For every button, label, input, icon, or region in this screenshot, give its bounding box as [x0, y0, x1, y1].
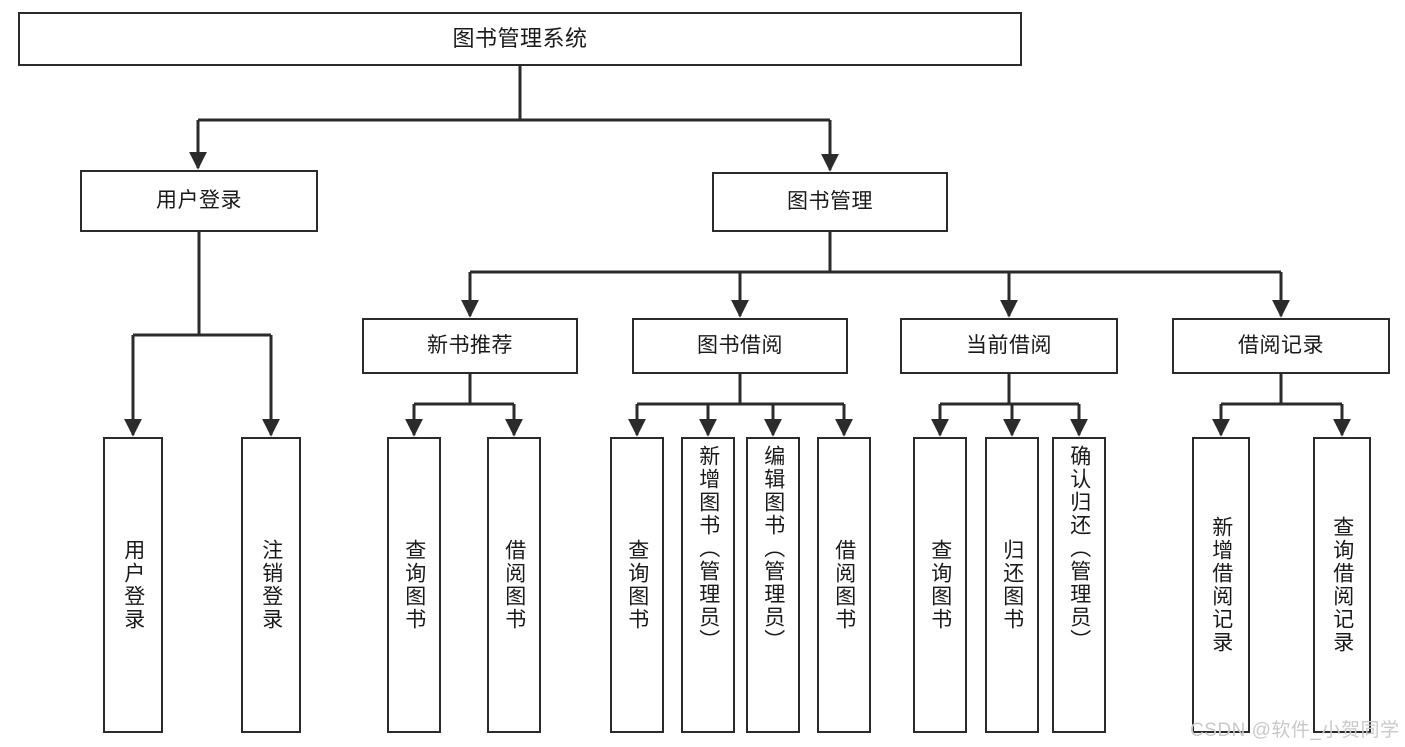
node-label: 注销登录 [259, 539, 283, 631]
leaf-borrow-book-new[interactable]: 借阅图书 [487, 437, 541, 733]
node-label: 查询借阅记录 [1330, 516, 1354, 654]
leaf-logout[interactable]: 注销登录 [241, 437, 301, 733]
node-label: 借阅记录 [1238, 334, 1324, 358]
leaf-user-login[interactable]: 用户登录 [103, 437, 163, 733]
node-current-borrowing[interactable]: 当前借阅 [900, 318, 1118, 374]
node-label: 图书借阅 [697, 334, 783, 358]
node-label: 新书推荐 [427, 334, 513, 358]
leaf-query-book-current[interactable]: 查询图书 [913, 437, 967, 733]
node-label: 图书管理 [787, 190, 873, 214]
node-label: 借阅图书 [502, 539, 526, 631]
node-label: 新增借阅记录 [1209, 516, 1233, 654]
node-label: 用户登录 [121, 539, 145, 631]
leaf-add-borrow-record[interactable]: 新增借阅记录 [1192, 437, 1250, 733]
leaf-edit-book-admin[interactable]: 编辑图书（管理员） [746, 437, 800, 733]
leaf-borrow-book[interactable]: 借阅图书 [817, 437, 871, 733]
node-label: 用户登录 [156, 189, 242, 213]
leaf-query-borrow-record[interactable]: 查询借阅记录 [1313, 437, 1371, 733]
node-label: 确认归还（管理员） [1067, 445, 1091, 652]
node-label: 当前借阅 [966, 334, 1052, 358]
node-user-login[interactable]: 用户登录 [80, 170, 318, 232]
node-label: 查询图书 [402, 539, 426, 631]
leaf-add-book-admin[interactable]: 新增图书（管理员） [681, 437, 735, 733]
node-label: 图书管理系统 [452, 25, 588, 51]
node-label: 编辑图书（管理员） [761, 445, 785, 652]
leaf-query-book-borrow[interactable]: 查询图书 [610, 437, 664, 733]
node-book-management[interactable]: 图书管理 [712, 172, 948, 232]
node-label: 查询图书 [928, 539, 952, 631]
leaf-confirm-return-admin[interactable]: 确认归还（管理员） [1052, 437, 1106, 733]
node-new-book-recommendation[interactable]: 新书推荐 [362, 318, 578, 374]
node-label: 归还图书 [1000, 539, 1024, 631]
node-label: 查询图书 [625, 539, 649, 631]
node-root-book-management-system[interactable]: 图书管理系统 [18, 12, 1022, 66]
csdn-watermark: CSDN @软件_小贺同学 [1190, 720, 1400, 741]
leaf-return-book[interactable]: 归还图书 [985, 437, 1039, 733]
leaf-query-book-new[interactable]: 查询图书 [387, 437, 441, 733]
node-borrowing-record[interactable]: 借阅记录 [1172, 318, 1390, 374]
node-label: 借阅图书 [832, 539, 856, 631]
node-label: 新增图书（管理员） [696, 445, 720, 652]
node-book-borrowing[interactable]: 图书借阅 [632, 318, 848, 374]
